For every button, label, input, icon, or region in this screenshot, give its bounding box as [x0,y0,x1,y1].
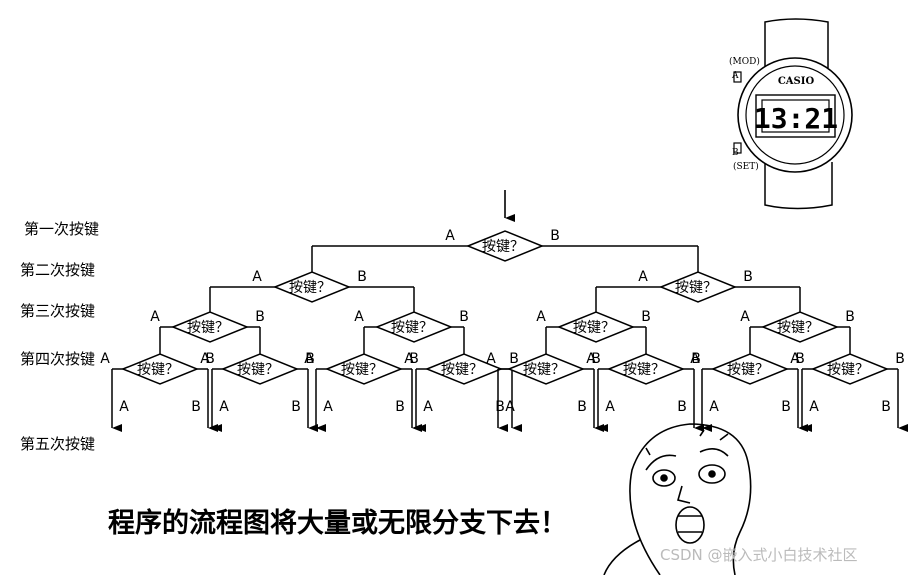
terminal-label-a: A [323,399,333,415]
branch-label-b: B [641,309,651,325]
watch-brand: CASIO [778,76,815,87]
decision-text: 按键？ [187,320,229,336]
terminal-label-a: A [709,399,719,415]
watch-time: 13:21 [754,102,838,135]
decision-text: 按键？ [573,320,615,336]
branch-label-a: A [354,309,364,325]
branch-label-a: A [740,309,750,325]
decision-diamond [761,311,839,343]
branch-label-b: B [795,351,805,367]
level-labels: 第一次按键 第二次按键 第三次按键 第四次按键 第五次按键 [20,220,99,453]
caption: 程序的流程图将大量或无限分支下去！ [108,507,567,539]
branch-label-b: B [459,309,469,325]
terminal-label-a: A [505,399,515,415]
decision-text: 按键？ [237,362,279,378]
branch-label-a: A [486,351,496,367]
decision-text: 按键？ [523,362,565,378]
terminal-label-b: B [677,399,687,415]
branch-label-b: B [591,351,601,367]
decision-diamond [221,353,299,385]
decision-diamond [711,353,789,385]
terminal-label-b: B [781,399,791,415]
decision-diamond [325,353,403,385]
watch-strap-top [764,18,829,68]
decision-diamond [273,271,351,303]
branch-label-b: B [509,351,519,367]
decision-diamond [811,353,889,385]
terminal-label-b: B [881,399,891,415]
branch-label-a: A [100,351,110,367]
branch-label-a: A [404,351,414,367]
branch-label-a: A [790,351,800,367]
watch-display [761,99,830,133]
terminal-label-a: A [605,399,615,415]
button-a-label: A [731,71,739,81]
branch-label-b: B [255,309,265,325]
terminal-label-a: A [219,399,229,415]
terminal-label-b: B [191,399,201,415]
decision-diamond [121,353,199,385]
decision-diamond [171,311,249,343]
decision-diamond [507,353,585,385]
button-a [733,71,742,83]
decision-text: 按键？ [675,280,717,296]
decision-text: 按键？ [827,362,869,378]
branch-label-b: B [205,351,215,367]
terminal-label-a: A [423,399,433,415]
decision-text: 按键？ [341,362,383,378]
decision-text: 按键？ [391,320,433,336]
terminal-label-b: B [577,399,587,415]
branch-label-b: B [895,351,905,367]
button-b-mode: (SET) [733,161,759,172]
decision-text: 按键？ [441,362,483,378]
button-b [733,142,742,154]
level-label-3: 第三次按键 [20,302,95,320]
level-label-2: 第二次按键 [20,261,95,279]
branch-label-a: A [304,351,314,367]
decision-text: 按键？ [727,362,769,378]
branch-label-b: B [409,351,419,367]
decision-text: 按键？ [289,280,331,296]
decision-diamond [607,353,685,385]
branch-label-a: A [252,269,262,285]
terminal-label-b: B [395,399,405,415]
casio-watch: CASIO 13:21 (MOD) A B (SET) [729,18,853,210]
level-label-1: 第一次按键 [24,220,99,238]
branch-label-a: A [200,351,210,367]
decision-diamond [557,311,635,343]
decision-text: 按键？ [482,239,524,255]
branch-label-b: B [743,269,753,285]
level-label-5: 第五次按键 [20,435,95,453]
watch-strap-bottom [764,162,833,210]
decision-diamond [466,230,544,262]
button-b-label: B [732,148,739,158]
branch-label-b: B [845,309,855,325]
meme-face-illustration [603,423,752,575]
branch-label-a: A [586,351,596,367]
branch-label-b: B [357,269,367,285]
branch-label-a: A [445,228,455,244]
watermark: CSDN @嵌入式小白技术社区 [660,546,858,564]
branch-label-b: B [691,351,701,367]
terminal-label-a: A [119,399,129,415]
decision-text: 按键？ [137,362,179,378]
branch-label-a: A [536,309,546,325]
terminal-label-b: B [495,399,505,415]
branch-label-a: A [638,269,648,285]
branch-label-a: A [150,309,160,325]
button-a-mode: (MOD) [729,56,760,67]
decision-diamond [375,311,453,343]
decision-diamond [659,271,737,303]
terminal-label-b: B [291,399,301,415]
branch-label-a: A [690,351,700,367]
decision-text: 按键？ [777,320,819,336]
decision-text: 按键？ [623,362,665,378]
terminal-label-a: A [809,399,819,415]
branch-label-b: B [550,228,560,244]
branch-label-b: B [305,351,315,367]
level-label-4: 第四次按键 [20,350,95,368]
